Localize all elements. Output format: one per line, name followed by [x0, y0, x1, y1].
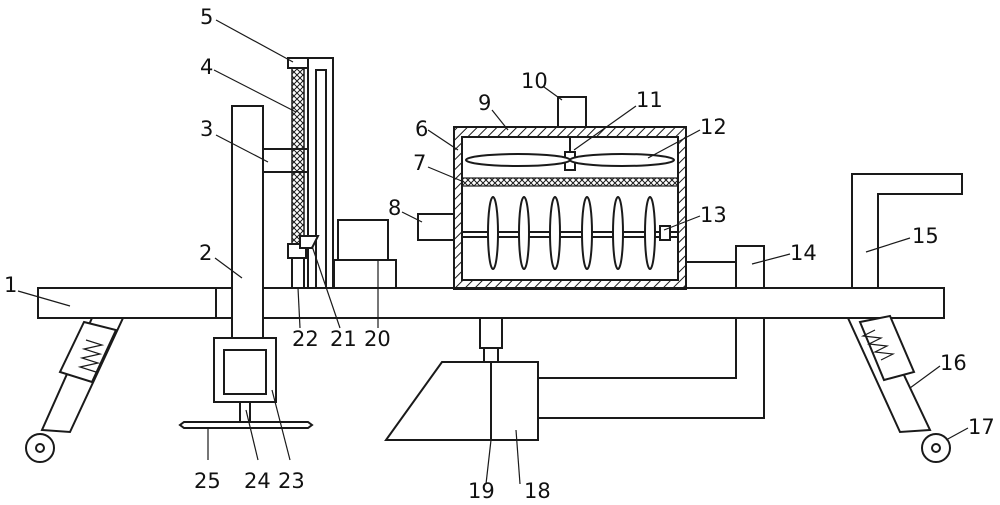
- left-leg: [25, 317, 125, 463]
- label-9: 9: [478, 91, 491, 115]
- label-5: 5: [200, 5, 213, 29]
- label-14: 14: [790, 241, 817, 265]
- stirring-blades: [487, 196, 671, 270]
- base-plate: [37, 287, 945, 319]
- label-17: 17: [968, 415, 995, 439]
- cutter-assembly: [178, 337, 314, 429]
- label-21: 21: [330, 327, 357, 351]
- label-15: 15: [912, 224, 939, 248]
- label-6: 6: [415, 117, 428, 141]
- pipe: [538, 245, 765, 419]
- bracket: [851, 173, 963, 289]
- label-3: 3: [200, 117, 213, 141]
- right-leg: [846, 314, 951, 463]
- label-24: 24: [244, 469, 271, 493]
- label-11: 11: [636, 88, 663, 112]
- leader-lines: [17, 19, 969, 485]
- hopper: [384, 317, 539, 441]
- label-1: 1: [4, 273, 17, 297]
- side-unit: [417, 213, 455, 241]
- label-4: 4: [200, 55, 213, 79]
- label-25: 25: [194, 469, 221, 493]
- label-20: 20: [364, 327, 391, 351]
- label-16: 16: [940, 351, 967, 375]
- top-fan: [465, 96, 675, 171]
- label-22: 22: [292, 327, 319, 351]
- label-23: 23: [278, 469, 305, 493]
- label-19: 19: [468, 479, 495, 503]
- label-18: 18: [524, 479, 551, 503]
- label-13: 13: [700, 203, 727, 227]
- label-2: 2: [199, 241, 212, 265]
- label-8: 8: [388, 196, 401, 220]
- lead-screw-assembly: [287, 57, 334, 289]
- label-12: 12: [700, 115, 727, 139]
- label-7: 7: [413, 151, 426, 175]
- motor: [333, 219, 397, 289]
- part-labels: 1 2 3 4 5 6 7 8 9 10 11 12 13 14 15 16 1…: [4, 5, 995, 503]
- label-10: 10: [521, 69, 548, 93]
